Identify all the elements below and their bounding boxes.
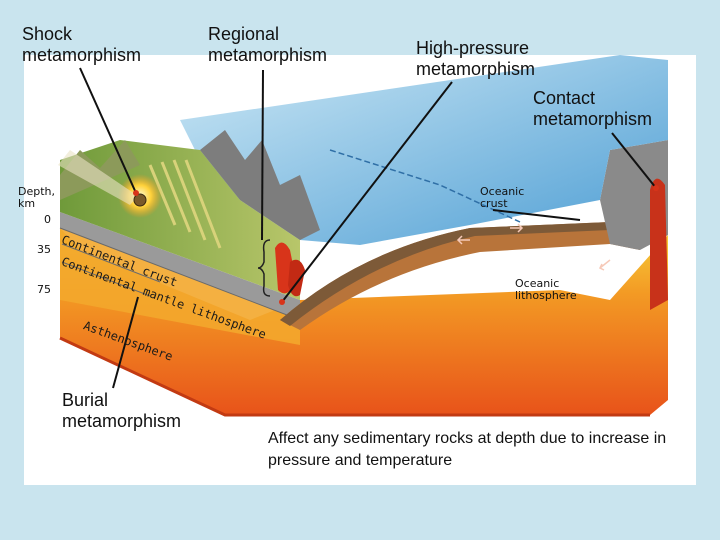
continental-crust-band <box>60 212 300 320</box>
mountain-range <box>200 130 320 240</box>
farm-fields <box>148 159 222 249</box>
pointer-lines <box>79 67 657 389</box>
continental-crust-texture <box>59 227 301 321</box>
depth-tick-75: 75 <box>37 283 51 296</box>
contact-magma-plume <box>650 178 668 310</box>
pointer-dots <box>133 185 659 305</box>
oceanic-crust-layer <box>280 222 640 326</box>
meteor <box>133 193 147 207</box>
plate-motion-arrows <box>456 223 611 271</box>
depth-tick-0: 0 <box>44 213 51 226</box>
continental-mantle-band <box>60 228 300 345</box>
asthenosphere-block <box>60 228 668 415</box>
meteor-trail <box>58 150 138 205</box>
block-bottom-edge <box>59 336 650 417</box>
depth-axis-title: Depth,km <box>18 185 56 210</box>
regional-brace <box>257 239 271 297</box>
caption-text: Affect any sedimentary rocks at depth du… <box>268 430 667 469</box>
depth-tick-35: 35 <box>37 243 51 256</box>
continent-land <box>60 140 300 300</box>
